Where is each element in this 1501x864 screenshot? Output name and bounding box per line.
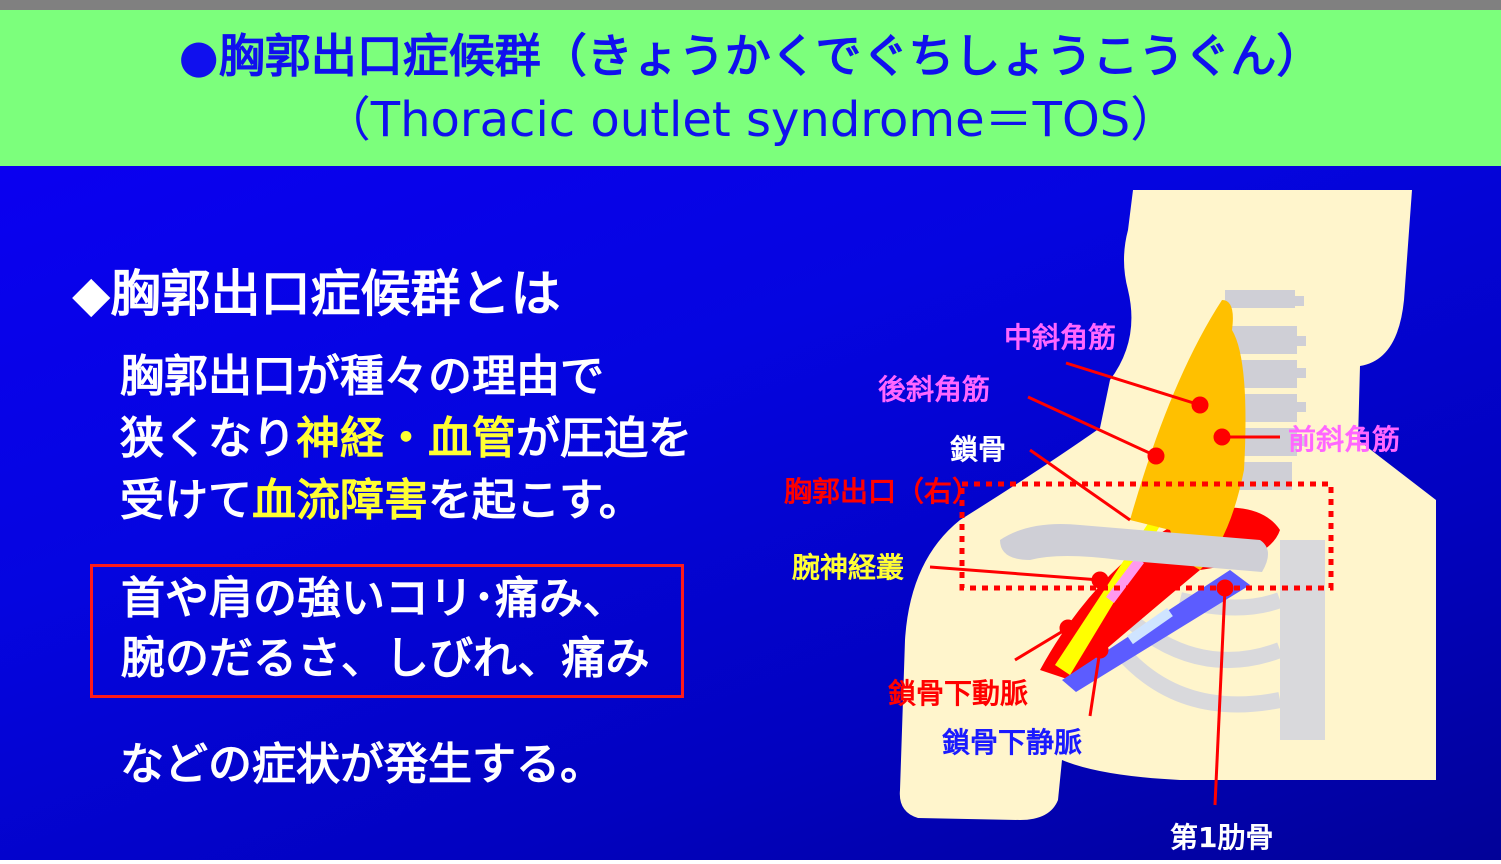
label-anterior-scalene: 前斜角筋 bbox=[1288, 423, 1401, 456]
highlight-nerve-vessel: 神経・血管 bbox=[296, 413, 516, 464]
label-subclavian-artery: 鎖骨下動脈 bbox=[888, 677, 1029, 710]
subclavian-vein-shape bbox=[1062, 570, 1250, 692]
conclusion-text: などの症状が発生する。 bbox=[120, 739, 604, 790]
symptoms-line-1: 首や肩の強いコリ･痛み、 bbox=[121, 573, 627, 624]
section-heading: ◆胸郭出口症候群とは bbox=[72, 265, 561, 323]
highlight-blood-flow-disorder: 血流障害 bbox=[252, 475, 428, 526]
neck-shoulder-illustration bbox=[899, 190, 1436, 820]
slide-title-japanese: ●胸郭出口症候群（きょうかくでぐちしょうこうぐん） bbox=[178, 29, 1323, 83]
label-middle-scalene: 中斜角筋 bbox=[1004, 321, 1117, 354]
text-segment: を起こす。 bbox=[428, 475, 643, 526]
description-line-1: 胸郭出口が種々の理由で bbox=[120, 351, 604, 402]
label-first-rib: 第1肋骨 bbox=[1170, 821, 1274, 854]
scalene-muscles bbox=[1130, 300, 1246, 570]
description-paragraph: 胸郭出口が種々の理由で 狭くなり神経・血管が圧迫を 受けて血流障害を起こす。 bbox=[120, 346, 692, 532]
symptoms-line-2: 腕のだるさ、しびれ、痛み bbox=[121, 633, 650, 684]
text-segment: 狭くなり bbox=[120, 413, 296, 464]
clavicle-shape bbox=[1000, 524, 1269, 572]
sternum bbox=[1280, 540, 1325, 740]
label-clavicle: 鎖骨 bbox=[950, 433, 1007, 466]
label-subclavian-vein: 鎖骨下静脈 bbox=[942, 726, 1083, 759]
text-segment: が圧迫を bbox=[516, 413, 692, 464]
anatomy-diagram: 中斜角筋 後斜角筋 前斜角筋 鎖骨 胸郭出口（右） 腕神経叢 鎖骨下動脈 鎖骨下… bbox=[760, 166, 1501, 860]
description-line-2: 狭くなり神経・血管が圧迫を bbox=[120, 408, 692, 470]
artery-flow-arrow bbox=[1106, 557, 1144, 603]
slide-title-english: （Thoracic outlet syndrome＝TOS） bbox=[322, 92, 1179, 148]
leader-lines bbox=[929, 361, 1280, 806]
symptoms-box: 首や肩の強いコリ･痛み、 腕のだるさ、しびれ、痛み bbox=[90, 564, 684, 698]
title-bar: ●胸郭出口症候群（きょうかくでぐちしょうこうぐん） （Thoracic outl… bbox=[0, 10, 1501, 166]
symptoms-text: 首や肩の強いコリ･痛み、 腕のだるさ、しびれ、痛み bbox=[121, 569, 649, 689]
label-thoracic-outlet: 胸郭出口（右） bbox=[784, 475, 981, 508]
thoracic-outlet-box bbox=[959, 481, 1334, 591]
label-brachial-plexus: 腕神経叢 bbox=[792, 551, 905, 584]
label-posterior-scalene: 後斜角筋 bbox=[878, 373, 991, 406]
vein-flow-arrow bbox=[1127, 607, 1173, 645]
text-segment: 受けて bbox=[120, 475, 252, 526]
top-band bbox=[0, 0, 1501, 10]
description-line-3: 受けて血流障害を起こす。 bbox=[120, 470, 692, 532]
